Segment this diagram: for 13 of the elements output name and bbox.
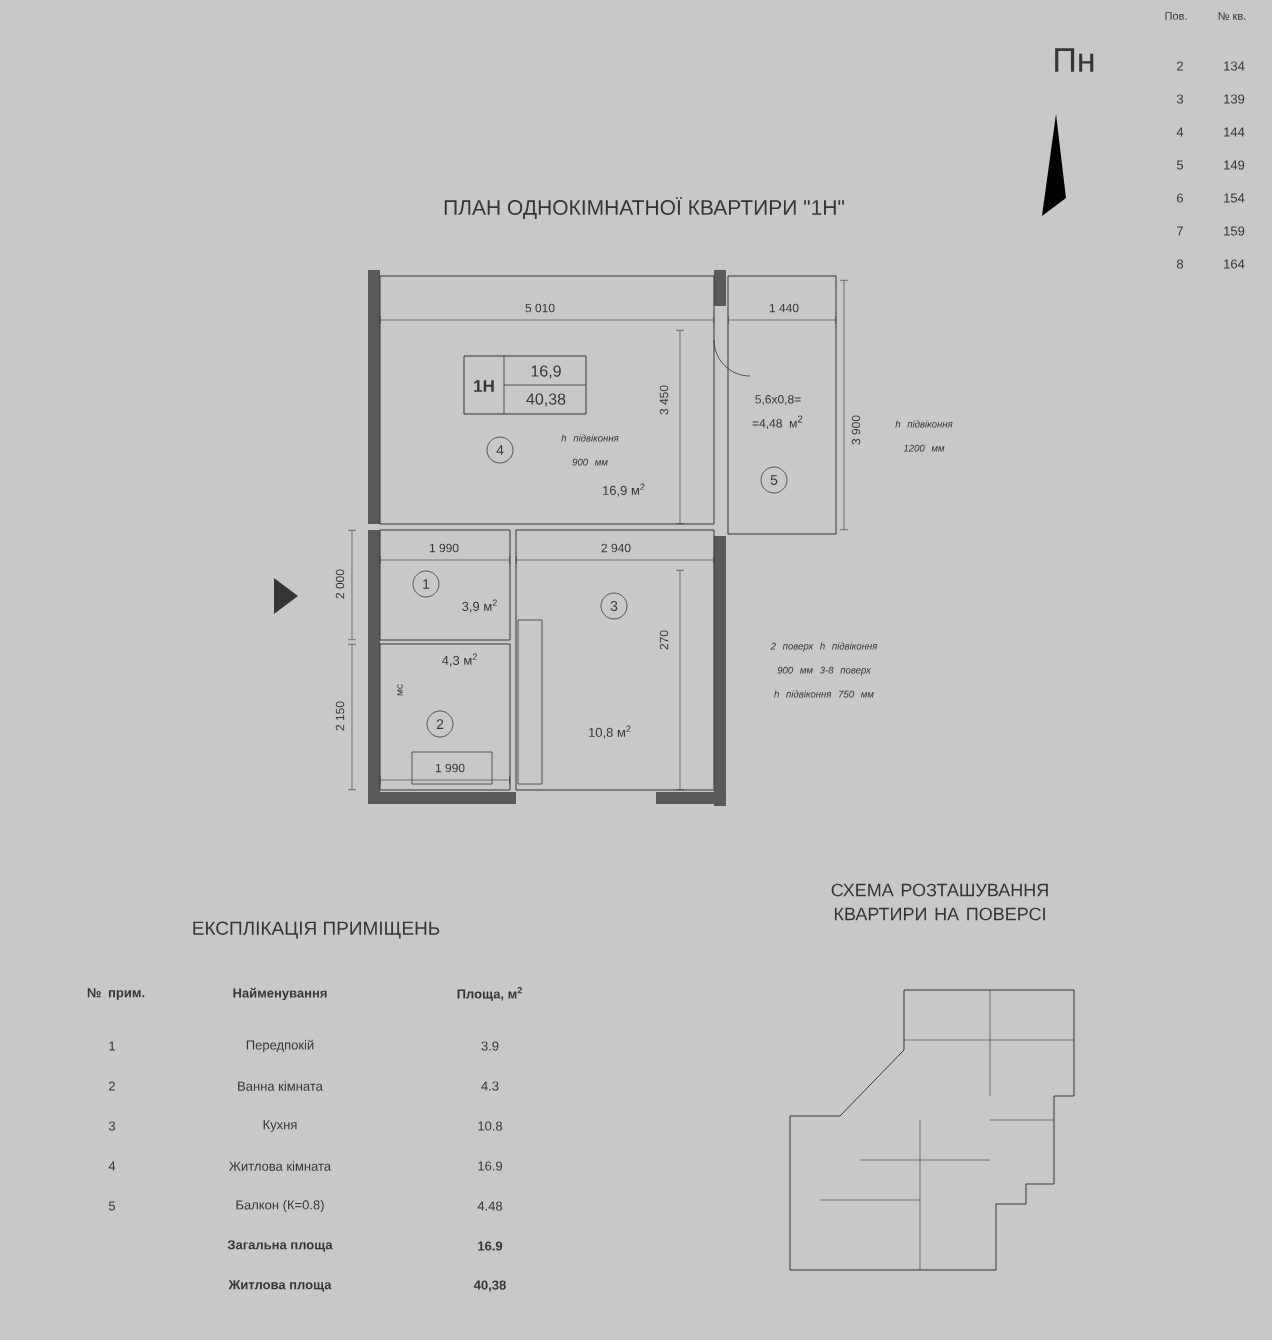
area-value: 40,38 xyxy=(526,393,566,407)
section-title: ЕКСПЛІКАЦІЯ ПРИМІЩЕНЬ xyxy=(193,921,440,939)
room xyxy=(727,275,837,535)
area-value: 16,9 xyxy=(531,365,561,379)
apartment-tag xyxy=(463,355,587,415)
apartment-code: 1Н xyxy=(474,380,494,392)
room xyxy=(379,529,511,641)
room xyxy=(379,275,715,525)
compass-label: Пн xyxy=(1055,48,1094,72)
plan-title: ПЛАН ОДНОКІМНАТНОЇ КВАРТИРИ "1Н" xyxy=(444,197,844,219)
section-title: СХЕМА РОЗТАШУВАННЯ КВАРТИРИ НА ПОВЕРСІ xyxy=(831,883,1048,921)
room xyxy=(515,529,715,791)
room xyxy=(379,643,511,791)
